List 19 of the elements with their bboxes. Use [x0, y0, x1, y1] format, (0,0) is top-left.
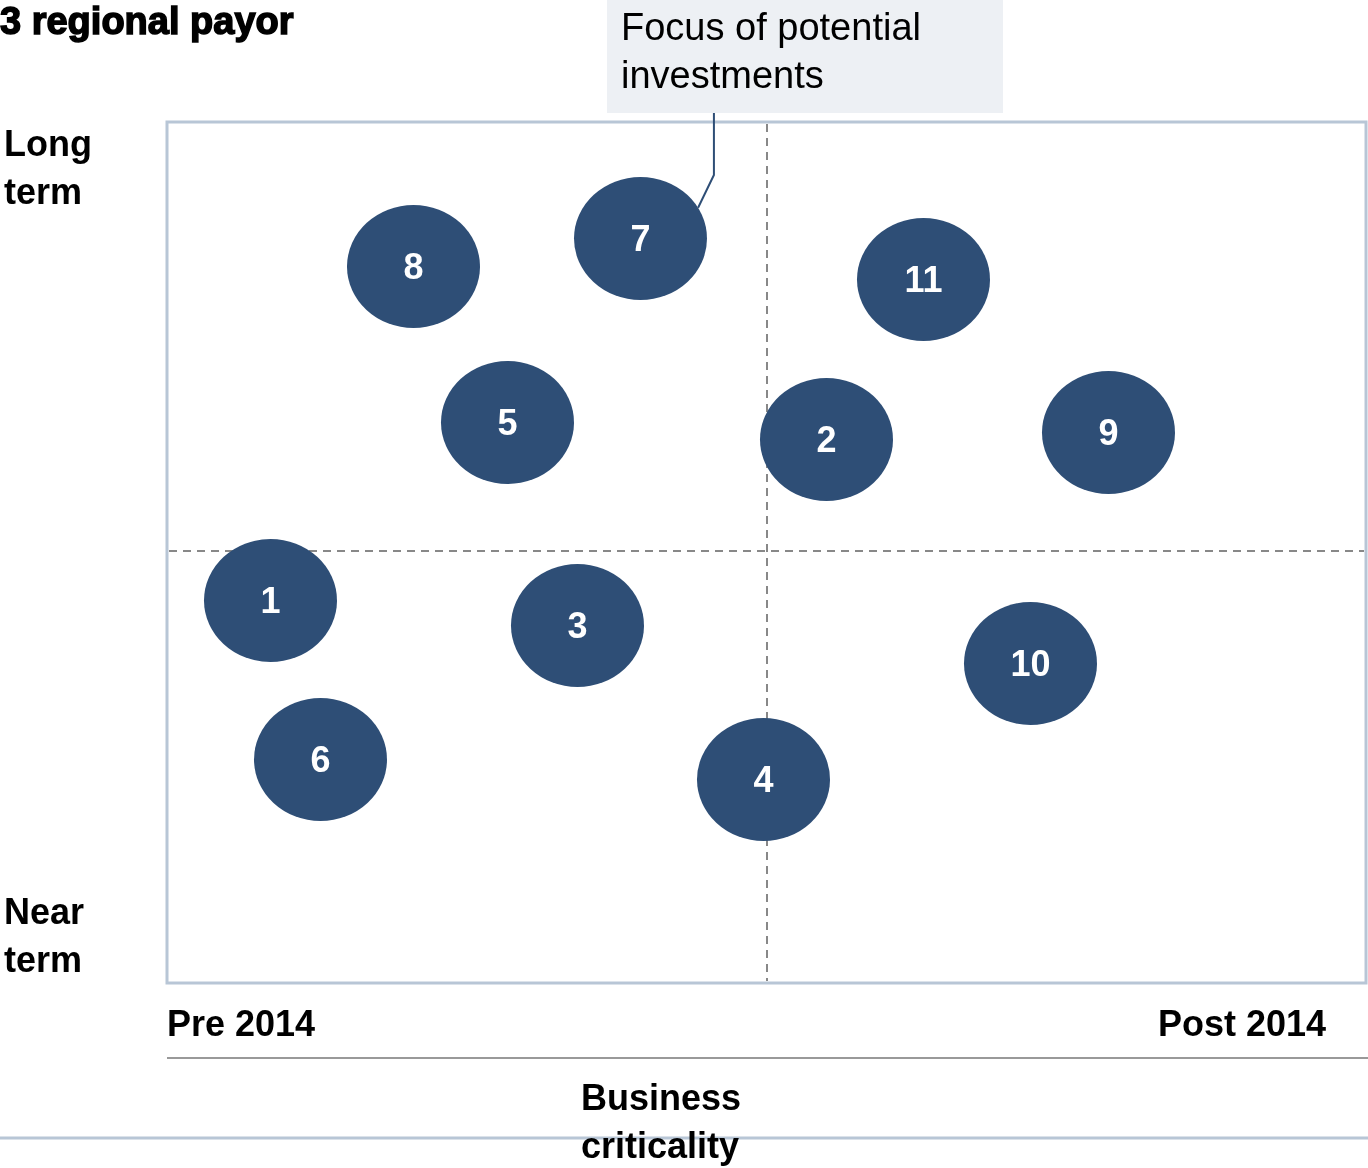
numbered-circle: 6 — [254, 698, 387, 821]
numbered-circle: 3 — [511, 564, 644, 687]
axis-label: Post 2014 — [1158, 1002, 1328, 1046]
leader-line — [697, 112, 715, 209]
numbered-circle: 9 — [1042, 371, 1175, 494]
axis-label: Pre 2014 — [167, 1002, 317, 1046]
axis-label: Long term — [4, 122, 93, 214]
numbered-circle: 8 — [347, 205, 480, 328]
numbered-circle: 4 — [697, 718, 830, 841]
numbered-circle: 2 — [760, 378, 893, 501]
axis-title: Business criticality — [581, 1076, 743, 1168]
numbered-circle: 11 — [857, 218, 990, 341]
numbered-circle: 1 — [204, 539, 337, 662]
numbered-circle: 10 — [964, 602, 1097, 725]
title: 3 regional payor — [0, 0, 294, 43]
callout-box: Focus of potential investments — [607, 0, 1003, 113]
axis-label: Near term — [4, 890, 86, 982]
numbered-circle: 5 — [441, 361, 574, 484]
numbered-circle: 7 — [574, 177, 707, 300]
